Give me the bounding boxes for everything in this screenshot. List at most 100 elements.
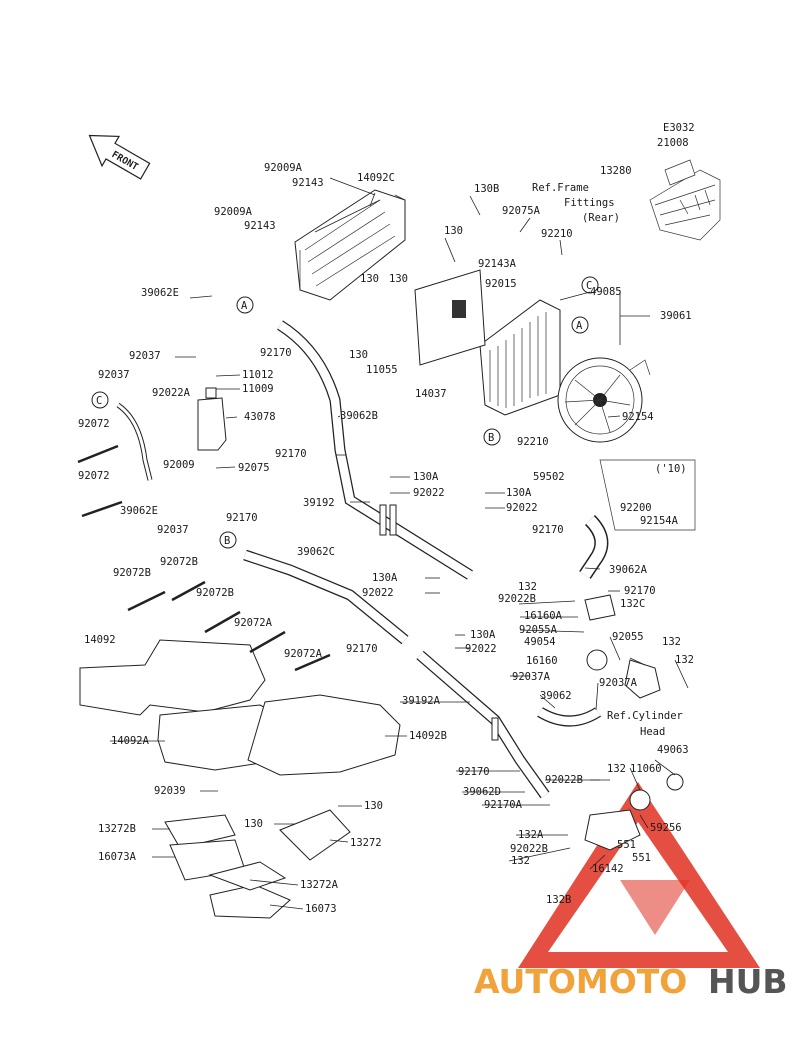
callout-b-1: B (483, 428, 501, 446)
part-label: 92022 (362, 587, 394, 599)
part-label: 92072B (196, 587, 234, 599)
part-label: 92170 (624, 585, 656, 597)
part-label: 16160 (526, 655, 558, 667)
part-label: 13280 (600, 165, 632, 177)
part-label: 92072A (284, 648, 323, 660)
svg-text:C: C (96, 395, 102, 407)
part-label: 92022 (465, 643, 497, 655)
part-label: 92200 (620, 502, 652, 514)
part-label: 92143 (244, 220, 276, 232)
part-label: 130 (244, 818, 263, 830)
part-label: 13272A (300, 879, 339, 891)
part-label: 130 (444, 225, 463, 237)
part-label: 132 (607, 763, 626, 775)
ref-frame-line3: (Rear) (582, 212, 620, 224)
svg-text:A: A (241, 300, 248, 312)
leader-line (629, 767, 641, 791)
part-label: 130 (364, 800, 383, 812)
part-label: 16160A (524, 610, 563, 622)
ref-frame-line1: Ref.Frame (532, 182, 589, 194)
part-labels: 21008 13280 92009A 92143 14092 C 92009A 92143 13… (78, 137, 694, 915)
svg-text:B: B (488, 432, 494, 444)
part-label: 16142 (592, 863, 624, 875)
part-label: 59256 (650, 822, 682, 834)
part-label: 14092 (84, 634, 116, 646)
part-label: 92009A (264, 162, 303, 174)
leader-line (444, 237, 456, 263)
leader-line (314, 199, 381, 233)
part-label: 39062E (120, 505, 158, 517)
callout-a-1: A (236, 296, 254, 314)
svg-text:B: B (224, 535, 230, 547)
straps (77, 444, 331, 672)
part-label: 92072 (78, 418, 110, 430)
part-label: 92210 (517, 436, 549, 448)
leader-line (519, 629, 585, 633)
reservoir-tank (197, 387, 227, 451)
leader-line (269, 904, 304, 910)
part-label: 132C (620, 598, 645, 610)
leader-line (639, 814, 649, 829)
leader-line (469, 195, 481, 216)
hoses (116, 269, 609, 799)
part-label: 11060 (630, 763, 662, 775)
leader-line (584, 567, 601, 570)
leader-line (607, 415, 621, 418)
part-label: 92072B (160, 556, 198, 568)
part-label: 39061 (660, 310, 692, 322)
part-label: 92143A (478, 258, 517, 270)
svg-text:C: C (586, 280, 592, 292)
part-label: 132 (662, 636, 681, 648)
part-label: 13272 (350, 837, 382, 849)
part-label: 59502 (533, 471, 565, 483)
callout-b-2: B (219, 531, 237, 549)
part-label: 130A (470, 629, 496, 641)
pipes (379, 504, 499, 741)
part-label: 92037 (98, 369, 130, 381)
callout-a-2: A (571, 316, 589, 334)
part-label: 92055 (612, 631, 644, 643)
leader-line (589, 854, 606, 870)
part-label: 92055A (519, 624, 558, 636)
part-label: 21008 (657, 137, 689, 149)
leader-line (674, 659, 689, 689)
part-label: 92015 (485, 278, 517, 290)
leader-line (215, 466, 236, 469)
part-label: 92022A (152, 387, 191, 399)
front-arrow: FRONT (88, 134, 151, 180)
ref-cylinder-line1: Ref.Cylinder (607, 710, 683, 722)
part-label: 92037A (599, 677, 638, 689)
leader-line (215, 374, 241, 377)
year-note: ('10) (655, 463, 687, 475)
leader-line (519, 217, 531, 233)
thermostat-housing (584, 594, 684, 851)
part-label: 49063 (657, 744, 689, 756)
part-label: 130A (413, 471, 439, 483)
leader-line (518, 600, 576, 605)
watermark-triangle (518, 782, 760, 968)
leader-line (189, 295, 213, 299)
part-label: 39062A (609, 564, 648, 576)
part-label: 92154A (640, 515, 679, 527)
part-label: 92170 (532, 524, 564, 536)
part-label: 92009A (214, 206, 253, 218)
leader-line (654, 759, 676, 776)
part-label: 92210 (541, 228, 573, 240)
leader-line (595, 682, 599, 711)
part-label: 92170 (346, 643, 378, 655)
part-label: 92075A (502, 205, 541, 217)
part-label: 92170 (260, 347, 292, 359)
leader-line (369, 192, 376, 207)
part-label: 39062 (540, 690, 572, 702)
floor-panels (79, 639, 401, 919)
leader-line (329, 839, 349, 843)
part-label: 92143 (292, 177, 324, 189)
part-label: 92170 (458, 766, 490, 778)
part-label: 92072B (113, 567, 151, 579)
year-note-box: ('10) (599, 459, 696, 531)
part-label: 16073A (98, 851, 137, 863)
part-label: 132 (511, 855, 530, 867)
leader-line (539, 694, 556, 709)
leader-line (508, 847, 571, 862)
